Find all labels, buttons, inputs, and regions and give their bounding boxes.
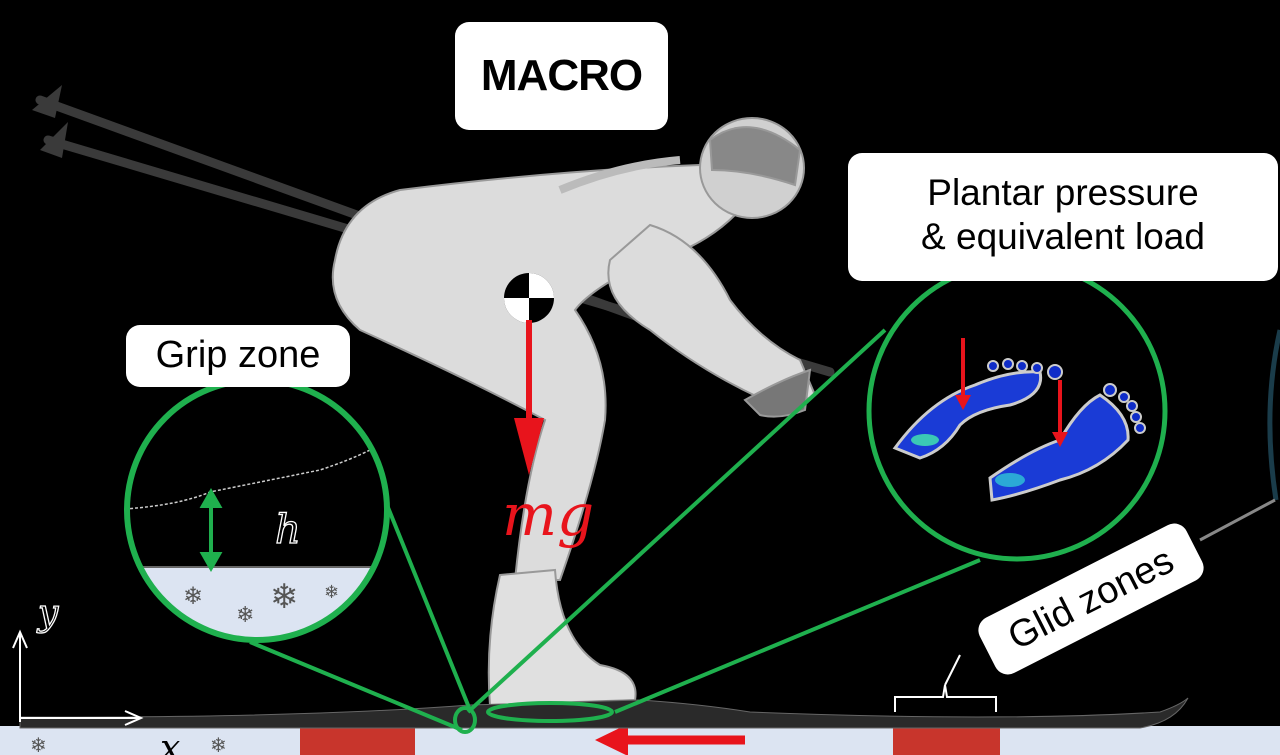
weight-symbol: mg bbox=[502, 481, 594, 549]
svg-text:❄: ❄ bbox=[30, 735, 47, 755]
glid-zone-bracket bbox=[894, 654, 997, 712]
macro-label: MACRO bbox=[455, 22, 668, 130]
plantar-pressure-zoom bbox=[866, 260, 1168, 562]
grip-zone-label: Grip zone bbox=[126, 325, 350, 387]
y-axis-label: y bbox=[36, 593, 59, 634]
weight-arrow bbox=[514, 320, 544, 475]
equivalent-load-arrows bbox=[955, 338, 1068, 447]
svg-text:❄: ❄ bbox=[183, 583, 203, 610]
snowflake-icons: ❄❄ bbox=[30, 735, 227, 755]
height-arrow bbox=[199, 487, 223, 573]
svg-text:❄: ❄ bbox=[210, 735, 227, 755]
grip-marker-right bbox=[893, 728, 1000, 755]
snowflake-icons: ❄ ❄ ❄ ❄ bbox=[183, 578, 339, 627]
coordinate-axes bbox=[12, 629, 144, 726]
grip-zone-zoom: h ❄ ❄ ❄ ❄ bbox=[124, 377, 390, 643]
plantar-label-line1: Plantar pressure bbox=[927, 172, 1199, 213]
svg-text:❄: ❄ bbox=[236, 602, 254, 627]
zoom-connector-lines bbox=[249, 328, 981, 734]
skier-figure bbox=[331, 117, 817, 707]
grip-marker-left bbox=[300, 728, 415, 755]
center-of-mass-icon bbox=[504, 273, 554, 323]
plantar-label-line2: & equivalent load bbox=[921, 216, 1205, 257]
height-symbol: h bbox=[275, 507, 301, 553]
glid-pointer-line bbox=[1199, 498, 1276, 542]
svg-text:❄: ❄ bbox=[270, 578, 299, 616]
adjacent-panel-arc bbox=[1267, 329, 1280, 501]
svg-text:❄: ❄ bbox=[324, 582, 339, 602]
motion-arrow bbox=[595, 724, 745, 755]
ski bbox=[19, 697, 1189, 729]
foot-pressure-map-left bbox=[892, 358, 1063, 460]
plantar-pressure-label: Plantar pressure & equivalent load bbox=[848, 153, 1278, 281]
x-axis-label: x bbox=[160, 728, 180, 755]
foot-pressure-map-right bbox=[988, 383, 1146, 502]
